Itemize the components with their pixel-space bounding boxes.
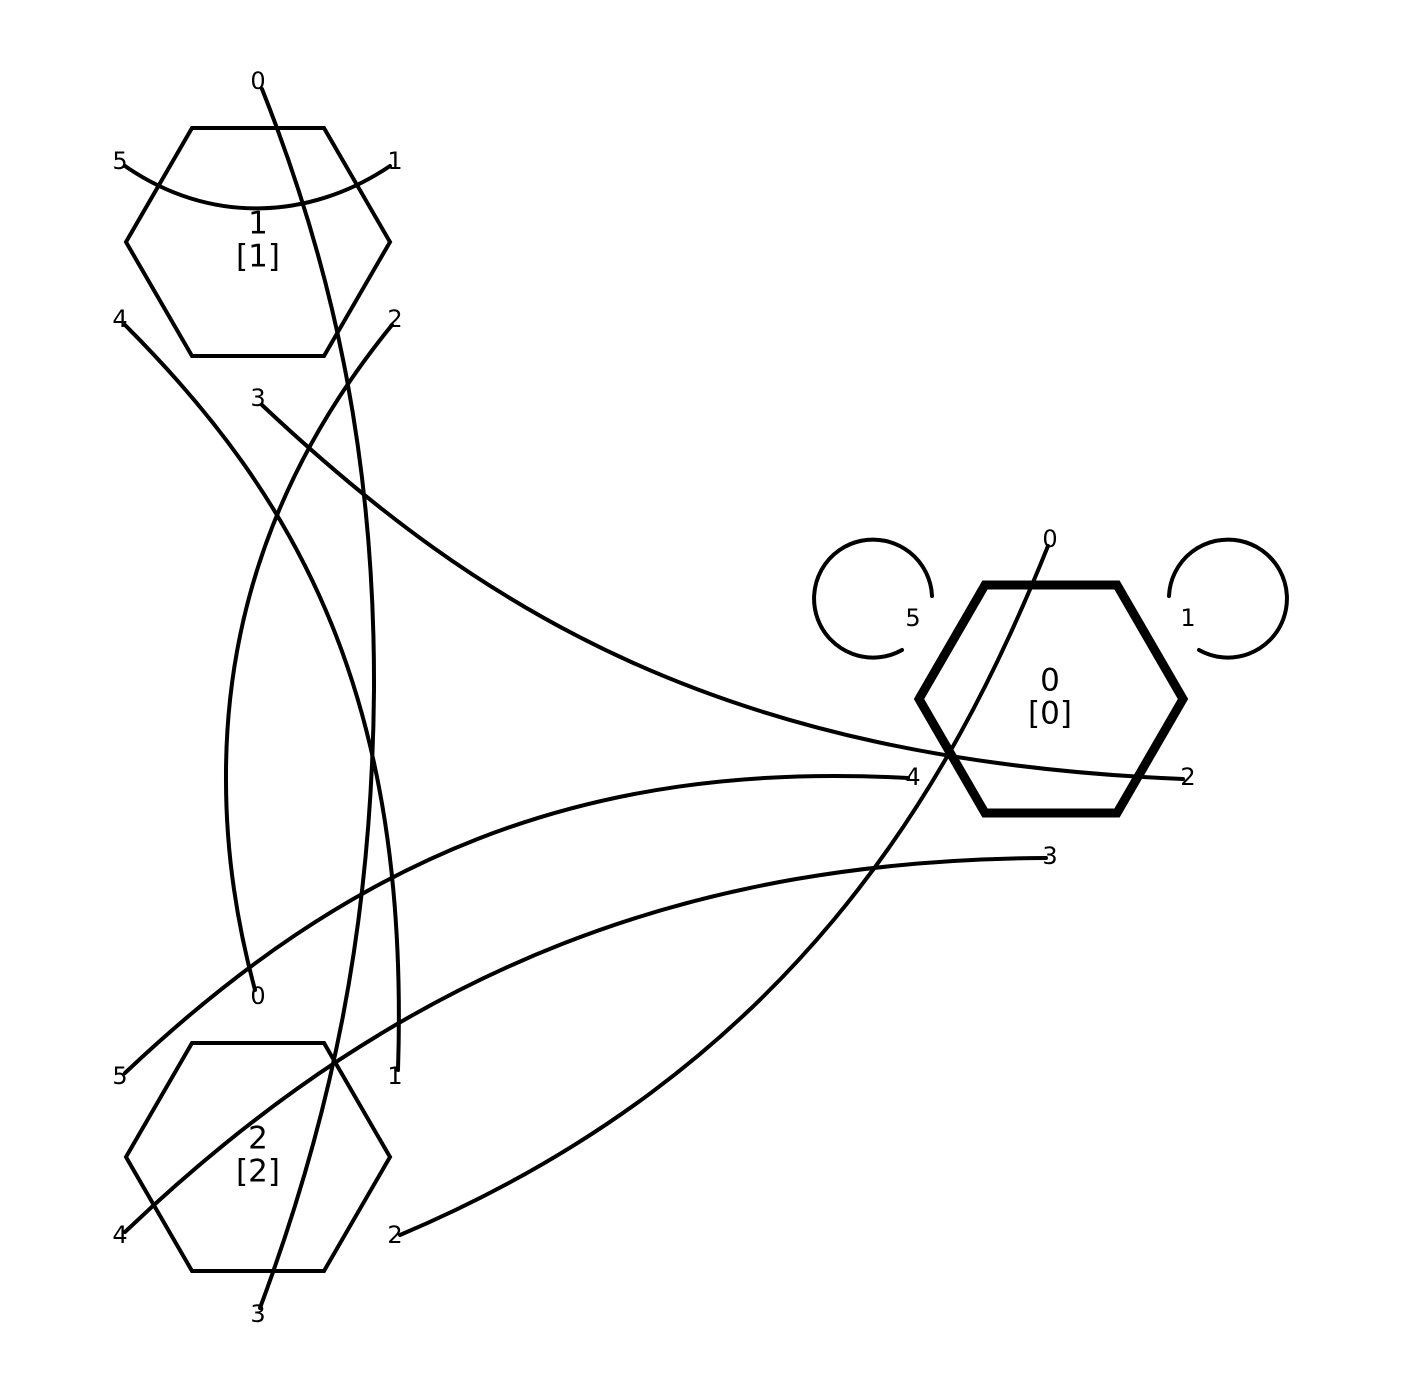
- node-1-index: [1]: [236, 239, 280, 275]
- edge-n1p4-n2p1: [123, 323, 401, 1072]
- edge-n0p3-n2p4: [123, 856, 1048, 1234]
- node-0-port-0: 0: [1042, 525, 1057, 553]
- loop-n0p1: [1167, 537, 1289, 660]
- node-1-port-5: 5: [112, 147, 127, 175]
- node-2-port-0: 0: [250, 982, 265, 1010]
- node-1-port-1: 1: [387, 147, 402, 175]
- edge-n0p4-n2p5: [123, 773, 910, 1075]
- node-labels: 1 [1] 2 [2] 0 [0]: [236, 206, 1072, 1190]
- node-0-port-4: 4: [905, 763, 920, 791]
- node-2-index: [2]: [236, 1154, 280, 1190]
- node-0-index: [0]: [1028, 696, 1072, 732]
- edge-n0p0-n2p2: [398, 544, 1050, 1237]
- node-2-name: 2: [248, 1121, 268, 1157]
- edge-n1p0-n2p3: [258, 87, 377, 1310]
- node-1-port-0: 0: [250, 67, 265, 95]
- node-0-port-1: 1: [1180, 604, 1195, 632]
- edge-n1p3-n0p2: [260, 403, 1185, 781]
- edges: [123, 87, 1289, 1310]
- nodes: [123, 126, 1189, 1273]
- node-1-port-3: 3: [250, 384, 265, 412]
- port-labels: 0 1 2 3 4 5 0 1 2 3 4 5 0 1 2 3 4 5: [112, 67, 1195, 1328]
- node-1-port-2: 2: [387, 305, 402, 333]
- node-2-port-3: 3: [250, 1300, 265, 1328]
- node-0-port-3: 3: [1042, 842, 1057, 870]
- loop-n0p5: [812, 537, 934, 660]
- edge-n1p2-n2p0: [223, 323, 394, 992]
- node-0-port-2: 2: [1180, 763, 1195, 791]
- node-0-port-5: 5: [905, 604, 920, 632]
- node-0-name: 0: [1040, 663, 1060, 699]
- node-2-port-4: 4: [112, 1221, 127, 1249]
- node-2-port-5: 5: [112, 1062, 127, 1090]
- node-1-port-4: 4: [112, 305, 127, 333]
- node-2-port-2: 2: [387, 1221, 402, 1249]
- node-0-hexagon[interactable]: [913, 580, 1189, 818]
- node-1-name: 1: [248, 206, 268, 242]
- node-1-hexagon[interactable]: [123, 126, 393, 358]
- node-2-port-1: 1: [387, 1062, 402, 1090]
- node-2-hexagon[interactable]: [123, 1041, 393, 1273]
